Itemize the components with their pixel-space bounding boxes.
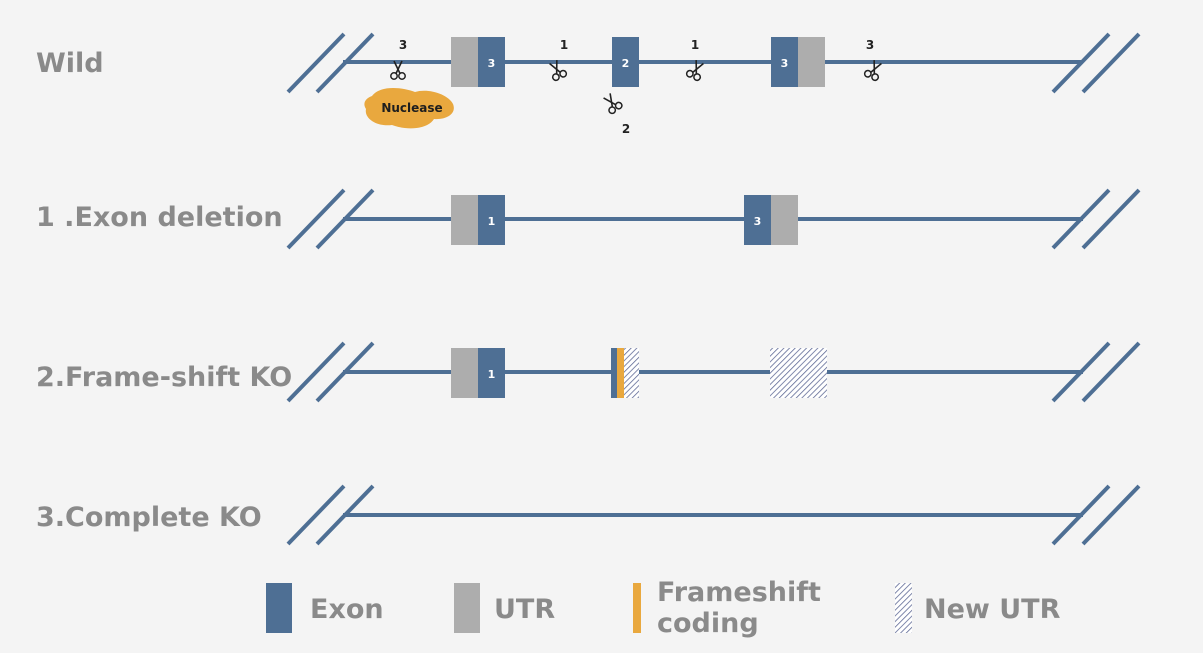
legend-label-exon: Exon xyxy=(310,594,384,625)
utr-swatch xyxy=(454,583,480,633)
wild-track: 3 2 3 3 1 1 3 2 Nuclease xyxy=(286,32,1141,136)
legend-label-new-utr: New UTR xyxy=(924,594,1061,625)
complete-ko-track xyxy=(286,484,1141,546)
scissors-icon: 3 xyxy=(389,38,407,80)
exon-number: 3 xyxy=(781,57,789,70)
exon-fragment xyxy=(611,348,617,398)
break-marks-left xyxy=(286,32,375,94)
exon-swatch xyxy=(266,583,292,633)
cut-site-number: 3 xyxy=(866,38,874,52)
row-label-complete-ko: 3.Complete KO xyxy=(36,502,262,533)
exon-block xyxy=(478,37,505,87)
utr-block xyxy=(798,37,825,87)
break-marks-left xyxy=(286,188,375,250)
utr-block xyxy=(451,37,478,87)
row-label-wild: Wild xyxy=(36,48,104,79)
utr-block xyxy=(451,348,478,398)
exon-number: 1 xyxy=(488,215,496,228)
row-label-frame-shift-ko: 2.Frame-shift KO xyxy=(36,362,293,393)
utr-block xyxy=(771,195,798,245)
break-marks-right xyxy=(1051,484,1141,546)
exon-number: 1 xyxy=(488,368,496,381)
exon-deletion-track: 1 3 xyxy=(286,188,1141,250)
break-marks-right xyxy=(1051,341,1141,403)
break-marks-left xyxy=(286,484,375,546)
exon-block xyxy=(744,195,771,245)
cut-site-number: 2 xyxy=(622,122,630,136)
utr-block xyxy=(451,195,478,245)
exon-number: 3 xyxy=(488,57,496,70)
scissors-icon: 3 xyxy=(862,38,886,83)
break-marks-right xyxy=(1051,32,1141,94)
exon-block xyxy=(612,37,639,87)
exon-block xyxy=(478,195,505,245)
cut-site-number: 1 xyxy=(560,38,568,52)
new-utr-block xyxy=(624,348,639,398)
new-utr-swatch xyxy=(895,583,912,633)
exon-block xyxy=(478,348,505,398)
scissors-icon: 1 xyxy=(545,38,569,83)
exon-number: 2 xyxy=(622,57,630,70)
nuclease-blob: Nuclease xyxy=(364,87,454,129)
scissors-icon: 1 xyxy=(684,38,708,83)
row-label-exon-deletion: 1 .Exon deletion xyxy=(36,202,283,233)
new-utr-block xyxy=(770,348,827,398)
scissors-icon: 2 xyxy=(600,90,630,136)
legend-label-frameshift-coding: Frameshift coding xyxy=(657,577,821,639)
legend-label-utr: UTR xyxy=(494,594,556,625)
cut-site-number: 3 xyxy=(399,38,407,52)
frameshift-swatch xyxy=(633,583,641,633)
nuclease-label: Nuclease xyxy=(381,101,442,115)
exon-number: 3 xyxy=(754,215,762,228)
exon-block xyxy=(771,37,798,87)
break-marks-right xyxy=(1051,188,1141,250)
frame-shift-track: 1 xyxy=(286,341,1141,403)
legend-swatches xyxy=(266,583,912,633)
cut-site-number: 1 xyxy=(691,38,699,52)
frameshift-coding-block xyxy=(617,348,624,398)
break-marks-left xyxy=(286,341,375,403)
